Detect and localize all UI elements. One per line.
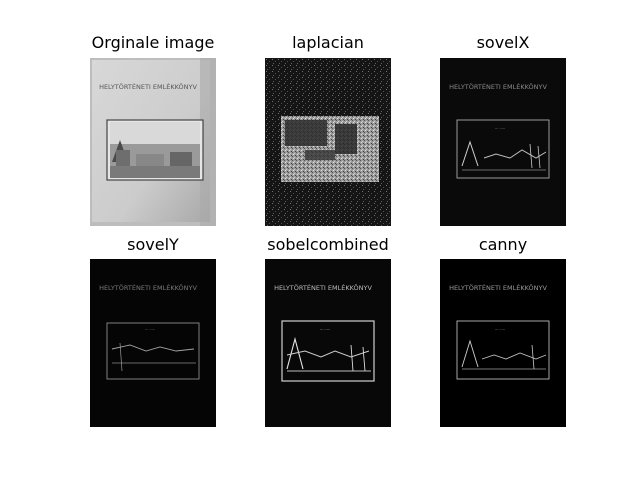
panel-sobelx: HELYTÖRTÉNETI EMLÉKKÖNYV ··· ····· — [440, 58, 566, 226]
panel-sobely: HELYTÖRTÉNETI EMLÉKKÖNYV ··· ····· — [90, 259, 216, 427]
sobelcombined-image: HELYTÖRTÉNETI EMLÉKKÖNYV ··· ····· — [265, 259, 391, 427]
sobely-image: HELYTÖRTÉNETI EMLÉKKÖNYV ··· ····· — [90, 259, 216, 427]
svg-text:··· ·····: ··· ····· — [495, 127, 505, 131]
laplacian-image — [265, 58, 391, 226]
panel-canny: HELYTÖRTÉNETI EMLÉKKÖNYV ··· ····· — [440, 259, 566, 427]
panel-original: HELYTÖRTÉNETI EMLÉKKÖNYV — [90, 58, 216, 226]
panel-title-canny: canny — [478, 235, 528, 254]
canny-image: HELYTÖRTÉNETI EMLÉKKÖNYV ··· ····· — [440, 259, 566, 427]
panel-laplacian — [265, 58, 391, 226]
panel-title-sobelcombined: sobelcombined — [267, 235, 389, 254]
original-book-title: HELYTÖRTÉNETI EMLÉKKÖNYV — [99, 82, 197, 91]
panel-title-original: Orginale image — [91, 33, 215, 52]
panel-title-laplacian: laplacian — [292, 33, 364, 52]
panel-sobelcombined: HELYTÖRTÉNETI EMLÉKKÖNYV ··· ····· — [265, 259, 391, 427]
original-image: HELYTÖRTÉNETI EMLÉKKÖNYV — [90, 58, 216, 226]
sobelcombined-book-title: HELYTÖRTÉNETI EMLÉKKÖNYV — [274, 283, 372, 292]
sobelx-image: HELYTÖRTÉNETI EMLÉKKÖNYV ··· ····· — [440, 58, 566, 226]
panel-title-sobelx: sovelX — [476, 33, 530, 52]
svg-text:··· ·····: ··· ····· — [495, 328, 505, 332]
canny-book-title: HELYTÖRTÉNETI EMLÉKKÖNYV — [449, 283, 547, 292]
sobelx-book-title: HELYTÖRTÉNETI EMLÉKKÖNYV — [449, 82, 547, 91]
panel-title-sobely: sovelY — [127, 235, 179, 254]
svg-text:··· ·····: ··· ····· — [145, 328, 155, 332]
sobely-book-title: HELYTÖRTÉNETI EMLÉKKÖNYV — [99, 283, 197, 292]
svg-text:··· ·····: ··· ····· — [320, 328, 330, 332]
